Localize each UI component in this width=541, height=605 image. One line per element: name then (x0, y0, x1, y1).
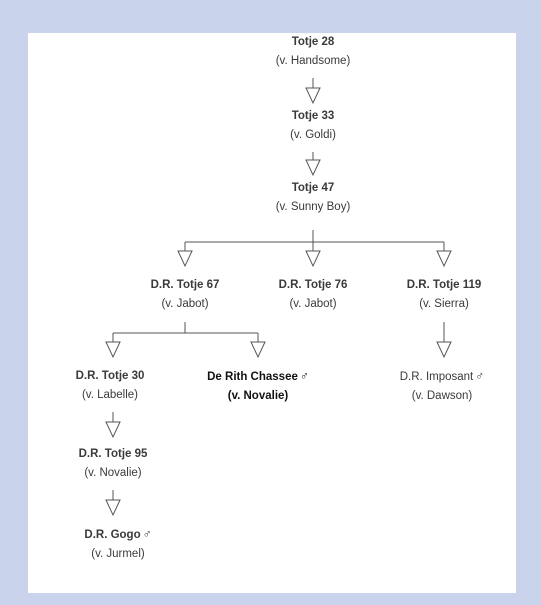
node-totje-30: D.R. Totje 30 (v. Labelle) (76, 367, 145, 405)
node-parent: (v. Novalie) (227, 390, 289, 402)
node-name-line: D.R. Imposant♂ (400, 367, 485, 387)
male-symbol-icon: ♂ (475, 369, 485, 383)
arrow-down-icon (105, 421, 121, 439)
node-totje-47: Totje 47 (v. Sunny Boy) (276, 179, 351, 217)
node-parent: (v. Labelle) (81, 389, 139, 401)
node-parent: (v. Novalie) (84, 467, 142, 479)
node-totje-67: D.R. Totje 67 (v. Jabot) (151, 276, 220, 314)
arrow-down-icon (250, 341, 266, 359)
arrow-down-icon (177, 250, 193, 268)
node-gogo: D.R. Gogo♂ (v. Jurmel) (84, 525, 151, 564)
node-name: Totje 47 (291, 182, 335, 194)
arrow-down-icon (305, 87, 321, 105)
node-name: D.R. Imposant (399, 371, 474, 383)
node-name: De Rith Chassee (207, 371, 298, 383)
node-name: Totje 33 (291, 110, 335, 122)
node-name: D.R. Totje 30 (75, 370, 145, 382)
node-imposant: D.R. Imposant♂ (v. Dawson) (400, 367, 485, 406)
arrow-down-icon (105, 341, 121, 359)
node-parent: (v. Sunny Boy) (275, 201, 351, 213)
node-name-line: De Rith Chassee♂ (207, 367, 309, 387)
arrow-down-icon (105, 499, 121, 517)
node-parent: (v. Goldi) (290, 129, 336, 141)
node-totje-95: D.R. Totje 95 (v. Novalie) (79, 445, 148, 483)
node-totje-28: Totje 28 (v. Handsome) (276, 33, 351, 71)
node-totje-119: D.R. Totje 119 (v. Sierra) (407, 276, 482, 314)
node-parent: (v. Sierra) (419, 298, 469, 310)
arrow-down-icon (436, 250, 452, 268)
node-totje-33: Totje 33 (v. Goldi) (290, 107, 336, 145)
node-parent: (v. Jurmel) (91, 548, 145, 560)
arrow-down-icon (305, 250, 321, 268)
node-name: D.R. Totje 95 (78, 448, 148, 460)
male-symbol-icon: ♂ (299, 369, 309, 383)
node-name: D.R. Gogo (84, 529, 141, 541)
arrow-down-icon (305, 159, 321, 177)
node-parent: (v. Jabot) (161, 298, 209, 310)
node-name: Totje 28 (291, 36, 335, 48)
node-name: D.R. Totje 76 (278, 279, 348, 291)
node-parent: (v. Jabot) (289, 298, 337, 310)
node-totje-76: D.R. Totje 76 (v. Jabot) (279, 276, 348, 314)
node-parent: (v. Dawson) (411, 390, 473, 402)
node-name-line: D.R. Gogo♂ (84, 525, 151, 545)
node-name: D.R. Totje 67 (150, 279, 220, 291)
node-parent: (v. Handsome) (275, 55, 351, 67)
male-symbol-icon: ♂ (142, 527, 152, 541)
node-name: D.R. Totje 119 (406, 279, 482, 291)
node-de-rith-chassee: De Rith Chassee♂ (v. Novalie) (207, 367, 309, 406)
arrow-down-icon (436, 341, 452, 359)
